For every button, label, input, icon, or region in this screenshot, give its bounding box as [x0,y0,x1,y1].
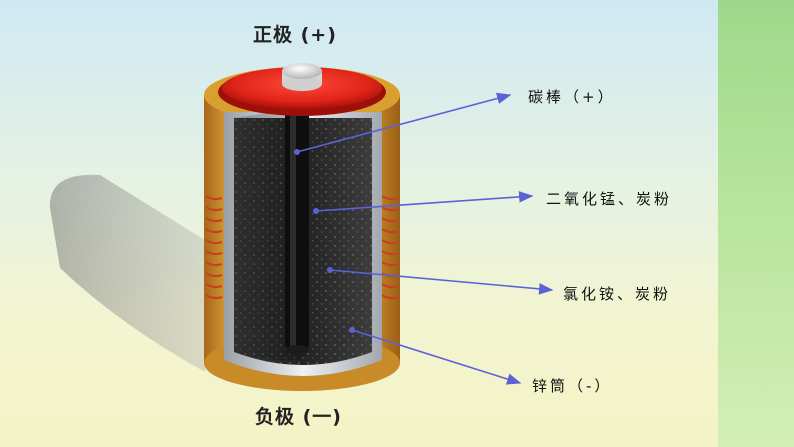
label-manganese-dioxide: 二氧化锰、炭粉 [546,190,673,208]
positive-cap [218,63,386,116]
pointer-lines [294,92,554,385]
copper-windings [205,195,399,300]
pointer-ammonium-chloride [329,269,554,295]
negative-terminal-title: 负极 (一) [255,406,342,428]
label-carbon-rod: 碳棒（+） [528,88,616,106]
pointer-manganese-dioxide [315,191,534,212]
label-zinc-can: 锌筒（-） [532,377,613,395]
floor-shadow [49,174,205,372]
carbon-rod [285,100,309,355]
side-band [718,0,794,447]
label-ammonium-chloride: 氯化铵、炭粉 [563,285,672,303]
pointer-carbon-rod [296,92,512,153]
pointer-zinc-can [351,329,522,385]
positive-terminal-title: 正极 (+) [253,24,337,46]
